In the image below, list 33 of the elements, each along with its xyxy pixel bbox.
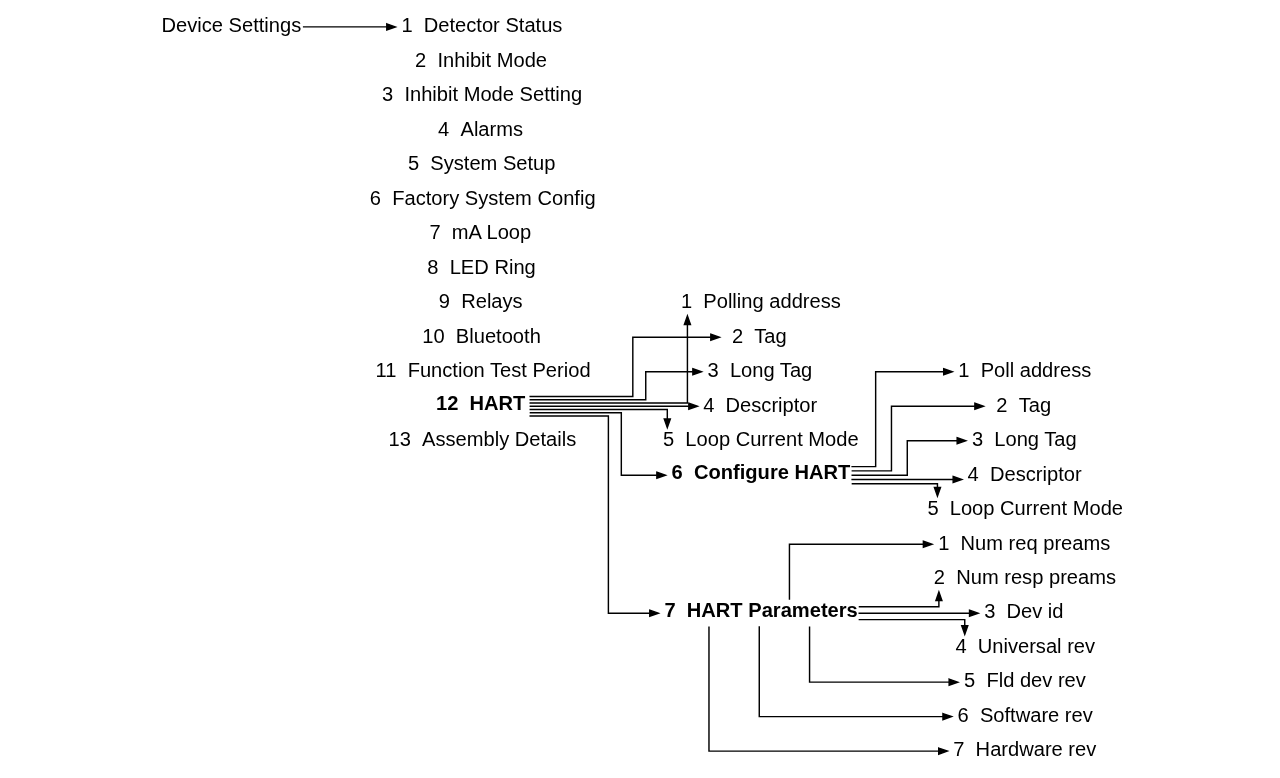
node-text: 7 Hardware rev: [953, 738, 1097, 761]
node-text: 2 Tag: [996, 393, 1052, 416]
node-text: Device Settings: [161, 14, 302, 37]
node-text: 1 Poll address: [958, 359, 1092, 382]
node-text: 2 Tag: [731, 324, 787, 347]
node-text: 3 Long Tag: [707, 359, 813, 382]
node-text: 5 System Setup: [407, 152, 556, 175]
node-text: 6 Factory System Config: [369, 186, 596, 209]
node-text: 7 mA Loop: [429, 221, 532, 244]
node-text: 5 Loop Current Mode: [927, 497, 1124, 520]
node-text: 9 Relays: [438, 290, 523, 313]
node-text: 11 Function Test Period: [375, 359, 591, 382]
node-text: 4 Universal rev: [955, 634, 1096, 657]
node-text: 3 Dev id: [984, 600, 1064, 623]
node-text: 5 Loop Current Mode: [662, 428, 859, 451]
node-text: 7 HART Parameters: [664, 599, 858, 622]
node-text: 6 Software rev: [957, 703, 1093, 726]
node-text: 2 Inhibit Mode: [415, 48, 548, 71]
node-text: 1 Detector Status: [401, 14, 563, 37]
node-text: 4 Descriptor: [967, 462, 1082, 485]
node-text: 3 Long Tag: [971, 428, 1077, 451]
node-text: 6 Configure HART: [671, 461, 851, 484]
node-text: 1 Polling address: [680, 290, 841, 313]
node-text: 1 Num req preams: [938, 531, 1111, 554]
node-text: 13 Assembly Details: [388, 428, 577, 451]
node-text: 4 Descriptor: [703, 393, 818, 416]
node-text: 2 Num resp preams: [933, 565, 1117, 588]
node-text: 3 Inhibit Mode Setting: [382, 83, 583, 106]
node-text: 8 LED Ring: [427, 255, 536, 278]
node-text: 4 Alarms: [438, 117, 524, 140]
node-text: 12 HART: [435, 392, 526, 415]
node-text: 5 Fld dev rev: [964, 669, 1086, 692]
node-text: 10 Bluetooth: [422, 324, 541, 347]
